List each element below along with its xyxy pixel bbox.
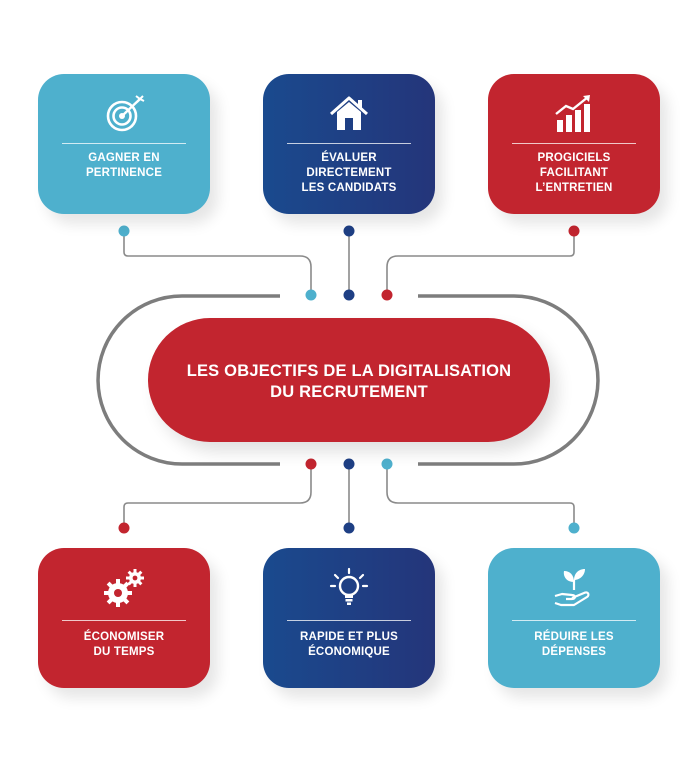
- frame-arc-right: [418, 294, 600, 466]
- objective-card-progiciels: PROGICIELS FACILITANT L’ENTRETIEN: [488, 74, 660, 214]
- card-divider: [512, 143, 636, 144]
- objective-label: RÉDUIRE LES DÉPENSES: [534, 631, 614, 658]
- dot-bottom-left-frame: [305, 458, 317, 470]
- dot-top-left-frame: [305, 289, 317, 301]
- dot-top-right-frame: [381, 289, 393, 301]
- objective-label: ÉCONOMISER DU TEMPS: [83, 631, 165, 658]
- dot-bottom-center-frame: [343, 458, 355, 470]
- frame-arc-top: [96, 294, 280, 466]
- card-divider: [62, 620, 186, 621]
- objective-label: GAGNER EN PERTINENCE: [85, 152, 163, 179]
- dot-bottom-left-card: [118, 522, 130, 534]
- connector-bottom-left: [123, 465, 312, 526]
- objective-card-reduire-les-depenses: RÉDUIRE LES DÉPENSES: [488, 548, 660, 688]
- hand-plant-icon: [552, 566, 596, 610]
- card-divider: [62, 143, 186, 144]
- diagram-title: LES OBJECTIFS DE LA DIGITALISATION DU RE…: [186, 362, 512, 401]
- central-objective-pill: LES OBJECTIFS DE LA DIGITALISATION DU RE…: [148, 318, 550, 442]
- gears-icon: [102, 566, 146, 610]
- dot-bottom-right-card: [568, 522, 580, 534]
- card-divider: [512, 620, 636, 621]
- dot-top-left-card: [118, 225, 130, 237]
- connector-top-left: [123, 233, 312, 293]
- objective-card-gagner-en-pertinence: GAGNER EN PERTINENCE: [38, 74, 210, 214]
- growth-chart-icon: [552, 92, 596, 136]
- connector-bottom-right: [386, 465, 575, 526]
- dot-top-right-card: [568, 225, 580, 237]
- dot-top-center-card: [343, 225, 355, 237]
- card-divider: [287, 620, 411, 621]
- house-icon: [327, 92, 371, 136]
- objective-label: ÉVALUER DIRECTEMENT LES CANDIDATS: [301, 152, 397, 194]
- card-divider: [287, 143, 411, 144]
- dot-bottom-right-frame: [381, 458, 393, 470]
- objective-label: RAPIDE ET PLUS ÉCONOMIQUE: [299, 631, 398, 658]
- dot-bottom-center-card: [343, 522, 355, 534]
- lightbulb-icon: [327, 566, 371, 610]
- objective-card-economiser-du-temps: ÉCONOMISER DU TEMPS: [38, 548, 210, 688]
- objective-label: PROGICIELS FACILITANT L’ENTRETIEN: [535, 152, 613, 194]
- target-icon: [102, 92, 146, 136]
- objective-card-evaluer-directement: ÉVALUER DIRECTEMENT LES CANDIDATS: [263, 74, 435, 214]
- dot-top-center-frame: [343, 289, 355, 301]
- objective-card-rapide-et-plus-economique: RAPIDE ET PLUS ÉCONOMIQUE: [263, 548, 435, 688]
- connector-top-right: [386, 233, 575, 293]
